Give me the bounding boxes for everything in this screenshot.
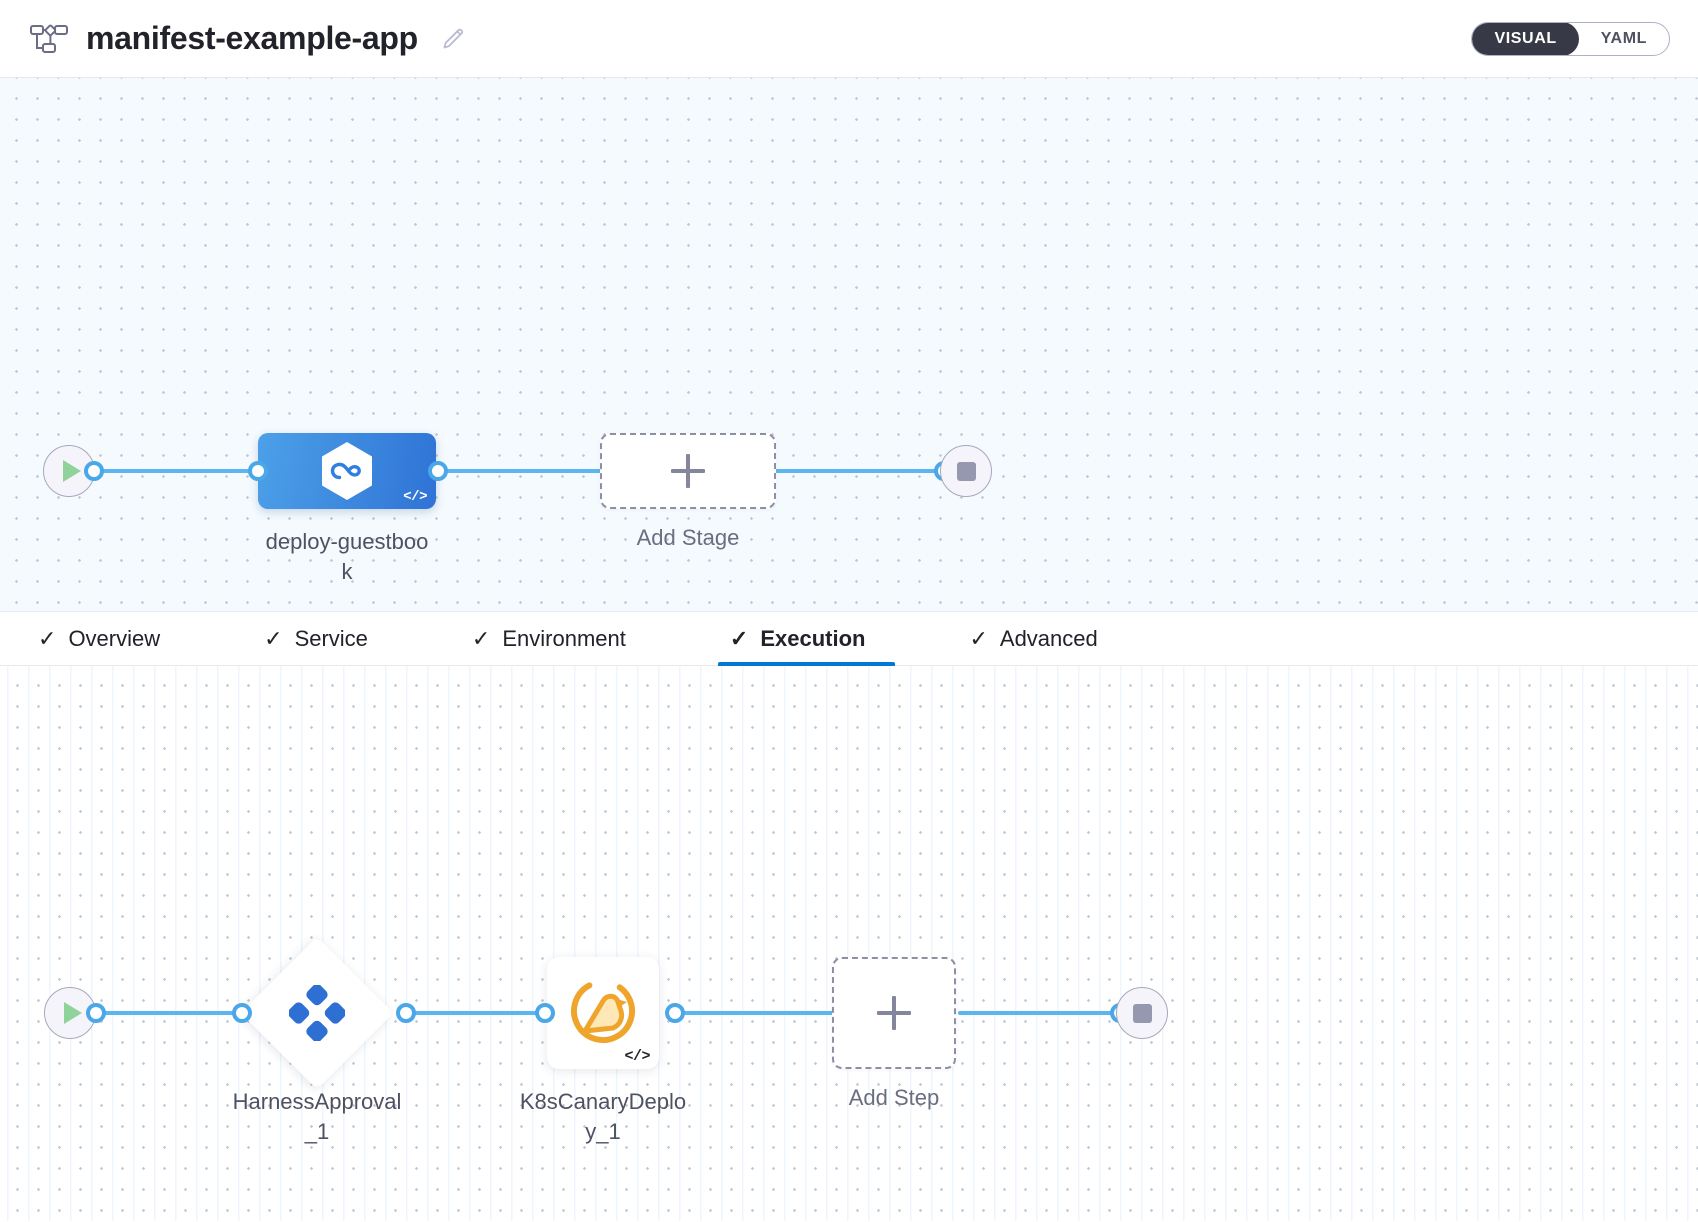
play-icon xyxy=(62,460,81,482)
pencil-edit-icon[interactable] xyxy=(440,26,466,52)
page-title: manifest-example-app xyxy=(86,20,418,56)
check-icon: ✓ xyxy=(729,625,749,651)
connector-dot-exec-start-out xyxy=(86,1003,106,1023)
edge-addstep-to-end xyxy=(958,1011,1123,1015)
add-stage-label: Add Stage xyxy=(636,525,740,550)
step-label-k8s-canary-deploy: K8sCanaryDeploy_1 xyxy=(519,1089,687,1145)
execution-graph-canvas[interactable]: HarnessApproval_1 </> K8sCanaryDeploy_1 … xyxy=(0,666,1698,1221)
connector-dot-start-out xyxy=(84,461,104,481)
check-icon: ✓ xyxy=(38,625,57,651)
tab-execution-label: Execution xyxy=(760,625,866,651)
stage-graph-canvas[interactable]: </> deploy-guestbook Add Stage xyxy=(0,78,1698,612)
tab-execution[interactable]: ✓ Execution xyxy=(717,612,896,666)
tab-advanced[interactable]: ✓ Advanced xyxy=(957,612,1127,665)
end-terminal[interactable] xyxy=(940,445,992,497)
toggle-yaml[interactable]: YAML xyxy=(1600,29,1647,47)
plus-icon xyxy=(877,996,911,1030)
step-node-k8s-canary-deploy[interactable]: </> K8sCanaryDeploy_1 xyxy=(520,957,686,1144)
edge-stage-to-addstage xyxy=(430,469,610,473)
canary-step-card[interactable]: </> xyxy=(547,957,659,1069)
yaml-code-badge-icon[interactable]: </> xyxy=(403,489,427,505)
connector-dot-canary-out xyxy=(665,1003,685,1023)
stage-node-label: deploy-guestbook xyxy=(265,529,429,585)
harness-approval-diamond-icon xyxy=(289,985,345,1041)
connector-dot-canary-in xyxy=(535,1003,555,1023)
header-left-group: manifest-example-app xyxy=(28,18,466,60)
edge-start-to-stage xyxy=(84,469,260,473)
canary-bird-icon xyxy=(567,975,639,1052)
stop-icon xyxy=(956,461,976,481)
tab-service[interactable]: ✓ Service xyxy=(252,612,398,665)
add-step-node[interactable]: Add Step xyxy=(832,957,956,1110)
step-label-harness-approval: HarnessApproval_1 xyxy=(232,1089,402,1145)
tab-advanced-label: Advanced xyxy=(999,625,1098,651)
stage-card[interactable]: </> xyxy=(258,433,436,509)
tab-service-label: Service xyxy=(294,625,368,651)
connector-dot-stage-in xyxy=(248,461,268,481)
connector-dot-approval-out xyxy=(396,1003,416,1023)
execution-end-node[interactable] xyxy=(1116,987,1168,1039)
toggle-visual[interactable]: VISUAL xyxy=(1472,22,1579,55)
pipeline-diagram-icon xyxy=(28,18,70,60)
add-step-button[interactable] xyxy=(832,957,956,1069)
connector-dot-approval-in xyxy=(232,1003,252,1023)
harness-hexagon-icon xyxy=(318,440,376,502)
stop-icon xyxy=(1132,1003,1152,1023)
approval-diamond-card[interactable] xyxy=(240,936,394,1090)
step-node-harness-approval[interactable]: HarnessApproval_1 xyxy=(233,936,401,1144)
app-header: manifest-example-app VISUAL YAML xyxy=(0,0,1698,78)
pipeline-end-node[interactable] xyxy=(940,445,992,497)
edge-approval-to-canary xyxy=(398,1011,548,1015)
add-stage-button[interactable] xyxy=(600,433,776,509)
stage-config-tabs[interactable]: ✓ Overview ✓ Service ✓ Environment ✓ Exe… xyxy=(0,612,1698,666)
play-icon xyxy=(63,1002,82,1024)
tab-overview-label: Overview xyxy=(68,625,161,651)
tab-environment[interactable]: ✓ Environment xyxy=(460,612,656,665)
connector-dot-stage-out xyxy=(428,461,448,481)
end-terminal[interactable] xyxy=(1116,987,1168,1039)
edge-addstage-to-end xyxy=(772,469,952,473)
plus-icon xyxy=(671,454,705,488)
tab-environment-label: Environment xyxy=(502,625,626,651)
tab-overview[interactable]: ✓ Overview xyxy=(26,612,190,665)
view-mode-toggle[interactable]: VISUAL YAML xyxy=(1471,21,1670,56)
check-icon: ✓ xyxy=(969,625,988,651)
add-step-label: Add Step xyxy=(848,1085,940,1110)
edge-start-to-approval xyxy=(86,1011,246,1015)
check-icon: ✓ xyxy=(264,625,283,651)
edge-canary-to-addstep xyxy=(668,1011,838,1015)
check-icon: ✓ xyxy=(471,625,491,651)
yaml-code-badge-icon[interactable]: </> xyxy=(624,1048,650,1065)
add-stage-node[interactable]: Add Stage xyxy=(600,433,776,550)
stage-node-deploy-guestbook[interactable]: </> deploy-guestbook xyxy=(258,433,436,584)
